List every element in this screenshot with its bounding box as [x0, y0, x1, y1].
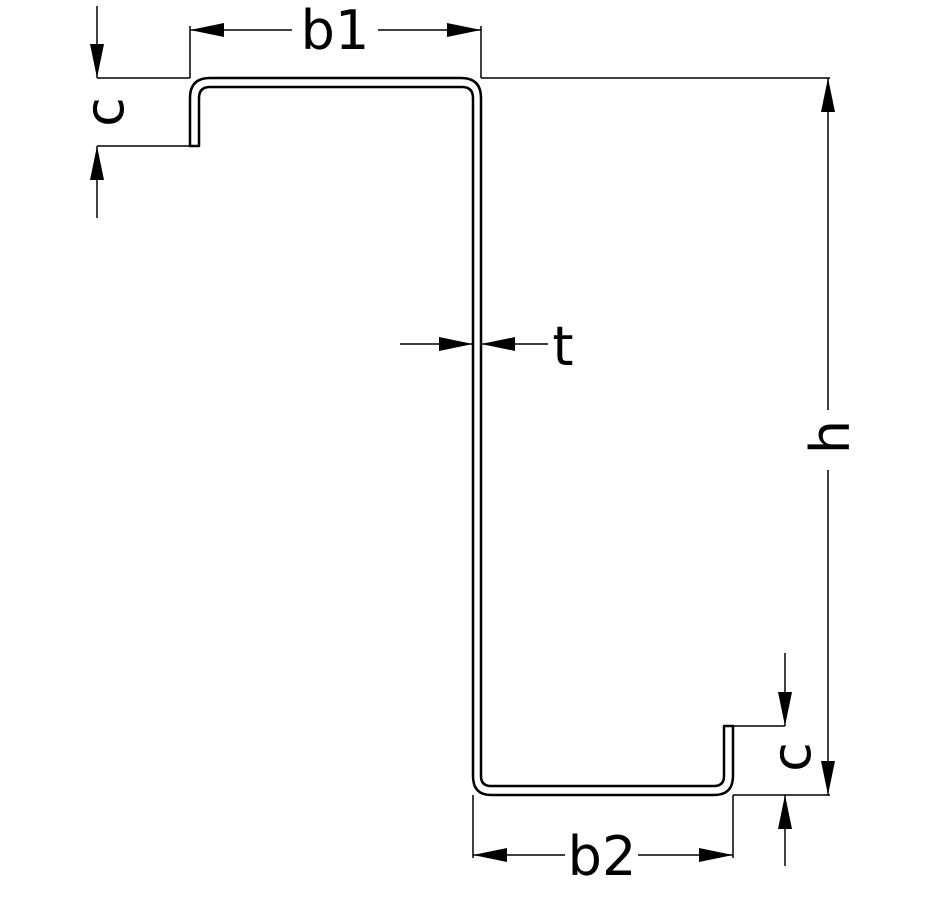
- b1-label: b1: [301, 0, 370, 62]
- dimension-h: [481, 77, 835, 796]
- dimension-b2: [472, 795, 734, 862]
- dimension-b1: [189, 22, 482, 78]
- dimension-c-bottom: [733, 653, 792, 866]
- t-label: t: [552, 315, 573, 378]
- c-top-label: c: [73, 97, 136, 127]
- z-profile-outer-outline: [188, 76, 735, 797]
- dimension-c-top: [90, 6, 190, 218]
- b2-label: b2: [568, 825, 637, 888]
- z-profile: [188, 76, 735, 797]
- h-label: h: [799, 420, 862, 454]
- c-bottom-label: c: [760, 742, 823, 772]
